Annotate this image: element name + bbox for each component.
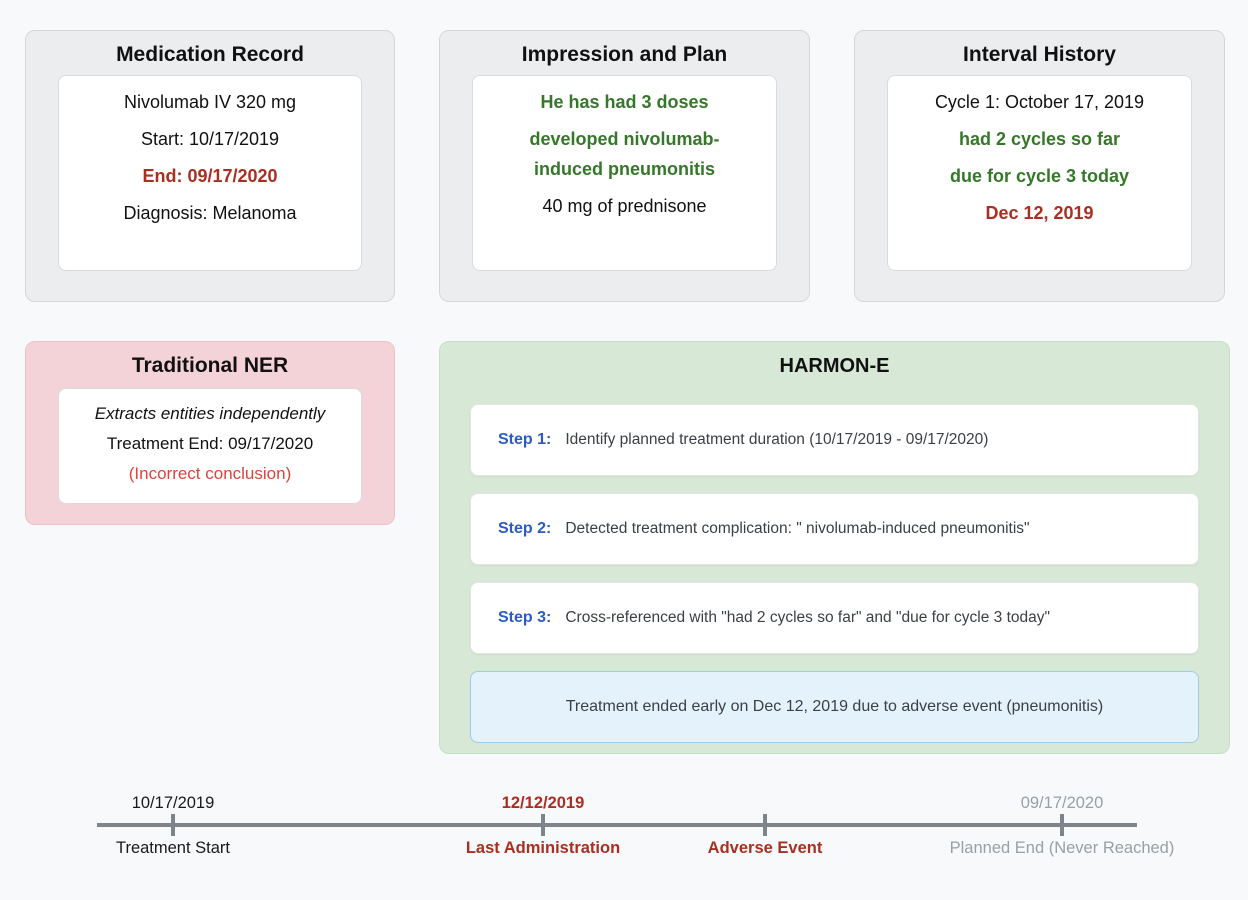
interval-history-title: Interval History [963,43,1116,66]
traditional-ner-title: Traditional NER [131,354,289,377]
medication-record-card: Medication Record Nivolumab IV 320 mg St… [25,30,395,302]
step-1-label: Step 1: [498,431,552,448]
harmon-e-step-2: Step 2: Detected treatment complication:… [470,493,1199,565]
timeline-date-treatment-start: 10/17/2019 [131,794,215,812]
timeline-tick-treatment-start [171,814,175,836]
interval-cycles-line: had 2 cycles so far [958,129,1121,149]
harmon-e-step-3: Step 3: Cross-referenced with "had 2 cyc… [470,582,1199,654]
interval-history-body: Cycle 1: October 17, 2019 had 2 cycles s… [887,75,1192,271]
interval-cycle1-line: Cycle 1: October 17, 2019 [934,92,1145,112]
traditional-ner-body: Extracts entities independently Treatmen… [58,388,362,504]
traditional-ner-card: Traditional NER Extracts entities indepe… [25,341,395,525]
medication-start-line: Start: 10/17/2019 [140,129,280,149]
timeline-tick-last-administration [541,814,545,836]
timeline-label-last-administration: Last Administration [465,839,621,857]
interval-history-card: Interval History Cycle 1: October 17, 20… [854,30,1225,302]
impression-plan-card: Impression and Plan He has had 3 doses d… [439,30,810,302]
ner-description-line: Extracts entities independently [94,404,326,423]
step-3-text: Cross-referenced with "had 2 cycles so f… [565,609,1050,626]
timeline-label-adverse-event: Adverse Event [707,839,823,857]
harmon-e-step-1: Step 1: Identify planned treatment durat… [470,404,1199,476]
harmon-e-card: HARMON-E Step 1: Identify planned treatm… [439,341,1230,754]
timeline-date-planned-end: 09/17/2020 [1020,794,1104,812]
impression-doses-line: He has had 3 doses [540,92,709,112]
step-2-text: Detected treatment complication: " nivol… [565,520,1030,537]
timeline-date-last-administration: 12/12/2019 [501,794,585,812]
harmon-e-conclusion-box: Treatment ended early on Dec 12, 2019 du… [470,671,1199,743]
timeline-label-planned-end: Planned End (Never Reached) [949,839,1175,857]
ner-incorrect-line: (Incorrect conclusion) [128,464,292,483]
medication-diagnosis-line: Diagnosis: Melanoma [123,203,297,223]
harmon-e-conclusion-text: Treatment ended early on Dec 12, 2019 du… [565,698,1104,715]
ner-treatment-end-line: Treatment End: 09/17/2020 [106,434,314,453]
interval-due-line: due for cycle 3 today [949,166,1130,186]
timeline-tick-adverse-event [763,814,767,836]
impression-plan-title: Impression and Plan [521,43,728,66]
step-1-text: Identify planned treatment duration (10/… [565,431,989,448]
medication-record-body: Nivolumab IV 320 mg Start: 10/17/2019 En… [58,75,362,271]
step-3-label: Step 3: [498,609,552,626]
timeline-tick-planned-end [1060,814,1064,836]
harmon-e-title: HARMON-E [779,355,890,377]
interval-date-line: Dec 12, 2019 [985,203,1094,223]
impression-pneumonitis-line: developed nivolumab-induced pneumonitis [529,129,720,179]
medication-drug-line: Nivolumab IV 320 mg [123,92,297,112]
impression-prednisone-line: 40 mg of prednisone [542,196,707,216]
step-2-label: Step 2: [498,520,552,537]
timeline-label-treatment-start: Treatment Start [115,839,231,857]
medication-end-line: End: 09/17/2020 [142,166,278,186]
medication-record-title: Medication Record [116,43,304,66]
timeline-axis [97,823,1137,827]
impression-plan-body: He has had 3 doses developed nivolumab-i… [472,75,777,271]
